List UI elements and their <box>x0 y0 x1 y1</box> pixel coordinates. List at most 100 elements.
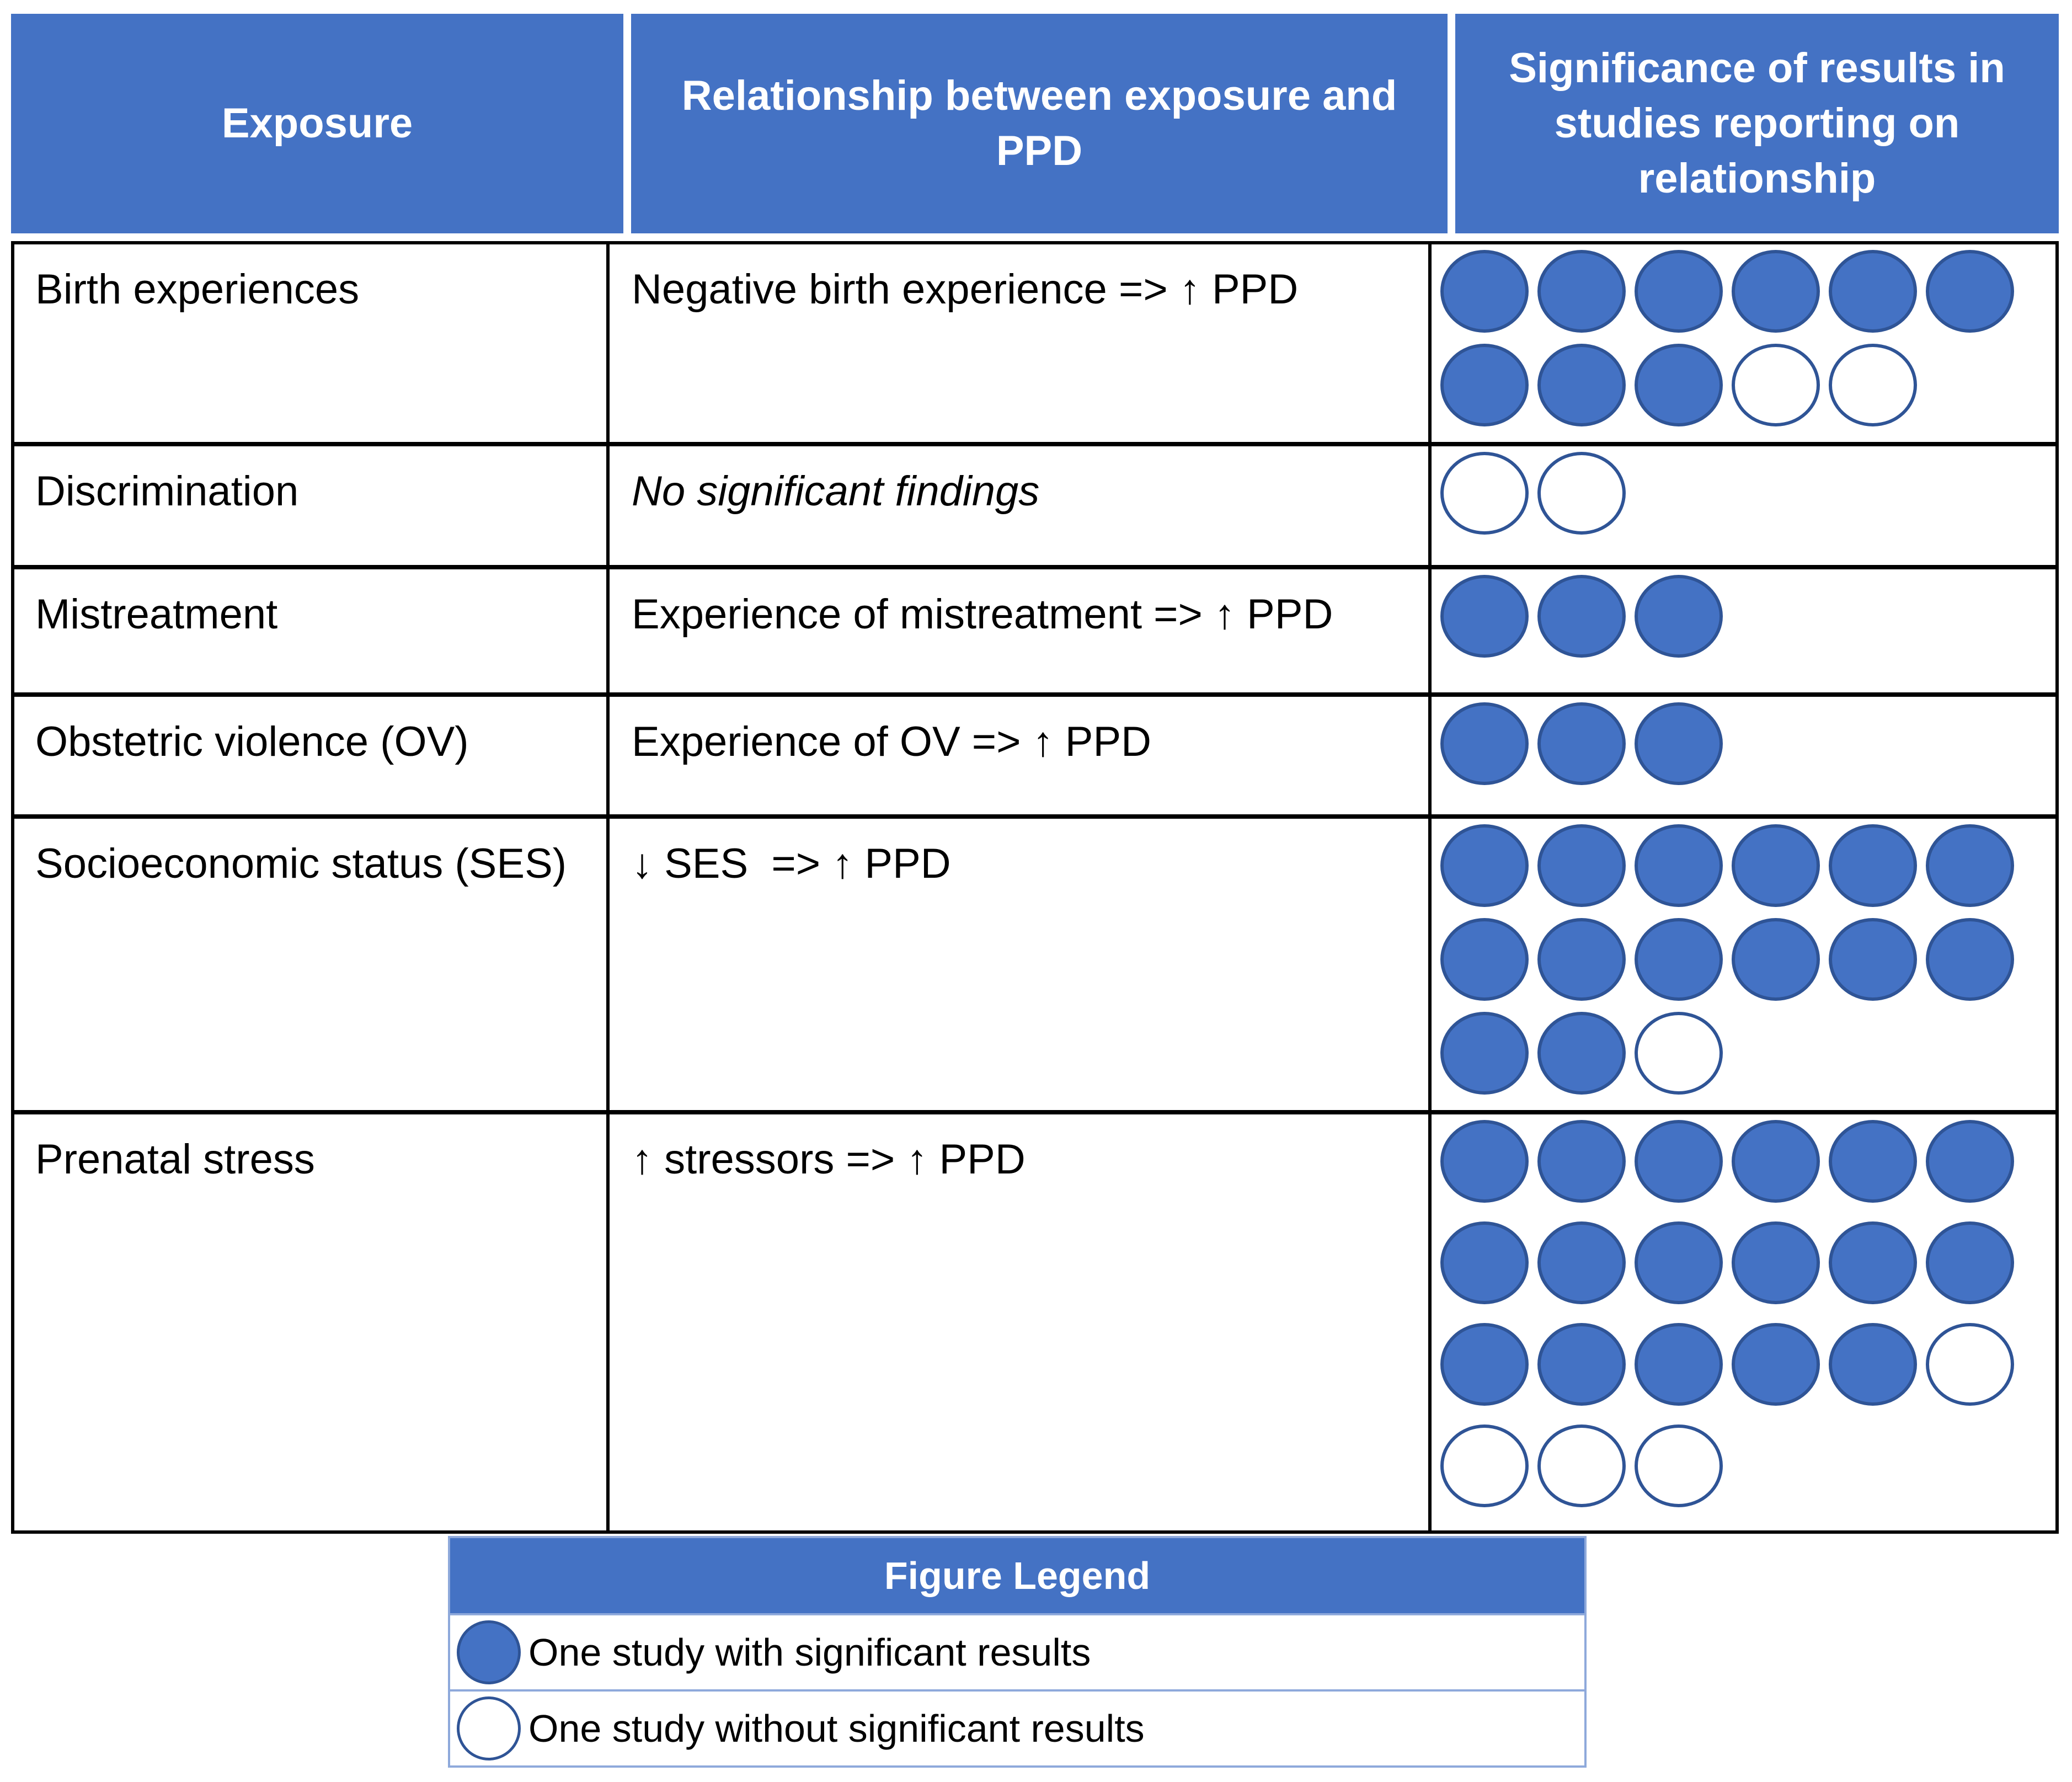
study-circle-significant <box>1635 1120 1723 1203</box>
study-circle-significant <box>1440 702 1529 785</box>
header-divider <box>1448 14 1455 233</box>
study-circle-significant <box>1440 344 1529 426</box>
circle-row <box>1440 1323 2051 1406</box>
study-circle-significant <box>1440 1120 1529 1203</box>
study-circle-significant <box>1537 918 1626 1001</box>
study-circle-nonsignificant <box>1635 1424 1723 1507</box>
study-circle-significant <box>1635 575 1723 658</box>
study-circle-significant <box>1829 918 1917 1001</box>
table-row: Obstetric violence (OV)Experience of OV … <box>14 697 2055 819</box>
circle-row <box>1440 1221 2051 1304</box>
study-circle-significant <box>1440 250 1529 333</box>
circle-row <box>1440 575 2051 658</box>
circle-row <box>1440 1012 2051 1095</box>
study-circle-significant <box>1732 250 1820 333</box>
exposure-cell: Socioeconomic status (SES) <box>14 819 610 1110</box>
study-circle-significant <box>1926 1120 2014 1203</box>
exposure-cell: Prenatal stress <box>14 1114 610 1530</box>
relationship-cell: ↓ SES => ↑ PPD <box>610 819 1432 1110</box>
exposure-cell: Birth experiences <box>14 244 610 442</box>
study-circle-significant <box>1732 918 1820 1001</box>
study-circle-significant <box>1829 824 1917 907</box>
study-circle-significant <box>1635 1221 1723 1304</box>
study-circle-significant <box>1635 250 1723 333</box>
table-header-row: Exposure Relationship between exposure a… <box>11 14 2059 233</box>
study-circle-significant <box>1926 824 2014 907</box>
study-circle-significant <box>1732 824 1820 907</box>
relationship-cell: ↑ stressors => ↑ PPD <box>610 1114 1432 1530</box>
study-circle-significant <box>1829 1323 1917 1406</box>
legend-item-label: One study with significant results <box>528 1631 1091 1674</box>
legend-item: One study without significant results <box>450 1689 1584 1765</box>
study-circle-nonsignificant <box>1829 344 1917 426</box>
study-circle-nonsignificant <box>1926 1323 2014 1406</box>
legend-circle-nonsignificant <box>457 1696 521 1760</box>
study-circle-significant <box>1537 1323 1626 1406</box>
legend-circle-significant <box>457 1620 521 1684</box>
study-circle-significant <box>1635 824 1723 907</box>
study-circle-nonsignificant <box>1440 452 1529 535</box>
study-circle-significant <box>1537 1221 1626 1304</box>
header-significance: Significance of results in studies repor… <box>1455 14 2059 233</box>
study-circle-significant <box>1926 250 2014 333</box>
study-circle-significant <box>1926 1221 2014 1304</box>
study-circle-nonsignificant <box>1635 1012 1723 1095</box>
study-circle-significant <box>1440 575 1529 658</box>
circle-row <box>1440 918 2051 1001</box>
study-circle-nonsignificant <box>1537 1424 1626 1507</box>
study-circle-significant <box>1732 1120 1820 1203</box>
study-circle-significant <box>1537 1012 1626 1095</box>
circle-row <box>1440 702 2051 785</box>
study-circle-significant <box>1440 918 1529 1001</box>
circle-row <box>1440 452 2051 535</box>
legend-title: Figure Legend <box>450 1538 1584 1613</box>
exposure-cell: Discrimination <box>14 446 610 565</box>
table-row: Prenatal stress↑ stressors => ↑ PPD <box>14 1114 2055 1530</box>
study-circle-significant <box>1732 1323 1820 1406</box>
study-circle-significant <box>1537 250 1626 333</box>
study-circle-significant <box>1829 1120 1917 1203</box>
study-circle-significant <box>1537 344 1626 426</box>
legend-item: One study with significant results <box>450 1613 1584 1689</box>
study-circle-significant <box>1440 1012 1529 1095</box>
relationship-cell: Experience of OV => ↑ PPD <box>610 697 1432 814</box>
significance-cell <box>1432 697 2055 814</box>
significance-cell <box>1432 1114 2055 1530</box>
study-circle-nonsignificant <box>1537 452 1626 535</box>
study-circle-significant <box>1537 1120 1626 1203</box>
circle-row <box>1440 1120 2051 1203</box>
circle-row <box>1440 1424 2051 1507</box>
exposure-cell: Mistreatment <box>14 569 610 692</box>
header-exposure: Exposure <box>11 14 623 233</box>
study-circle-significant <box>1537 702 1626 785</box>
study-circle-significant <box>1926 918 2014 1001</box>
exposure-ppd-table: Exposure Relationship between exposure a… <box>11 14 2059 1534</box>
exposure-cell: Obstetric violence (OV) <box>14 697 610 814</box>
circle-row <box>1440 344 2051 426</box>
relationship-cell: No significant findings <box>610 446 1432 565</box>
table-row: Socioeconomic status (SES)↓ SES => ↑ PPD <box>14 819 2055 1114</box>
study-circle-significant <box>1732 1221 1820 1304</box>
study-circle-significant <box>1635 702 1723 785</box>
significance-cell <box>1432 244 2055 442</box>
header-divider <box>623 14 631 233</box>
legend-item-label: One study without significant results <box>528 1707 1145 1750</box>
study-circle-significant <box>1440 1221 1529 1304</box>
circle-row <box>1440 824 2051 907</box>
study-circle-significant <box>1635 1323 1723 1406</box>
significance-cell <box>1432 446 2055 565</box>
relationship-cell: Experience of mistreatment => ↑ PPD <box>610 569 1432 692</box>
significance-cell <box>1432 819 2055 1110</box>
study-circle-significant <box>1440 824 1529 907</box>
circle-row <box>1440 250 2051 333</box>
study-circle-significant <box>1537 824 1626 907</box>
study-circle-significant <box>1440 1323 1529 1406</box>
figure-legend: Figure Legend One study with significant… <box>448 1536 1587 1768</box>
study-circle-significant <box>1635 344 1723 426</box>
study-circle-significant <box>1829 1221 1917 1304</box>
